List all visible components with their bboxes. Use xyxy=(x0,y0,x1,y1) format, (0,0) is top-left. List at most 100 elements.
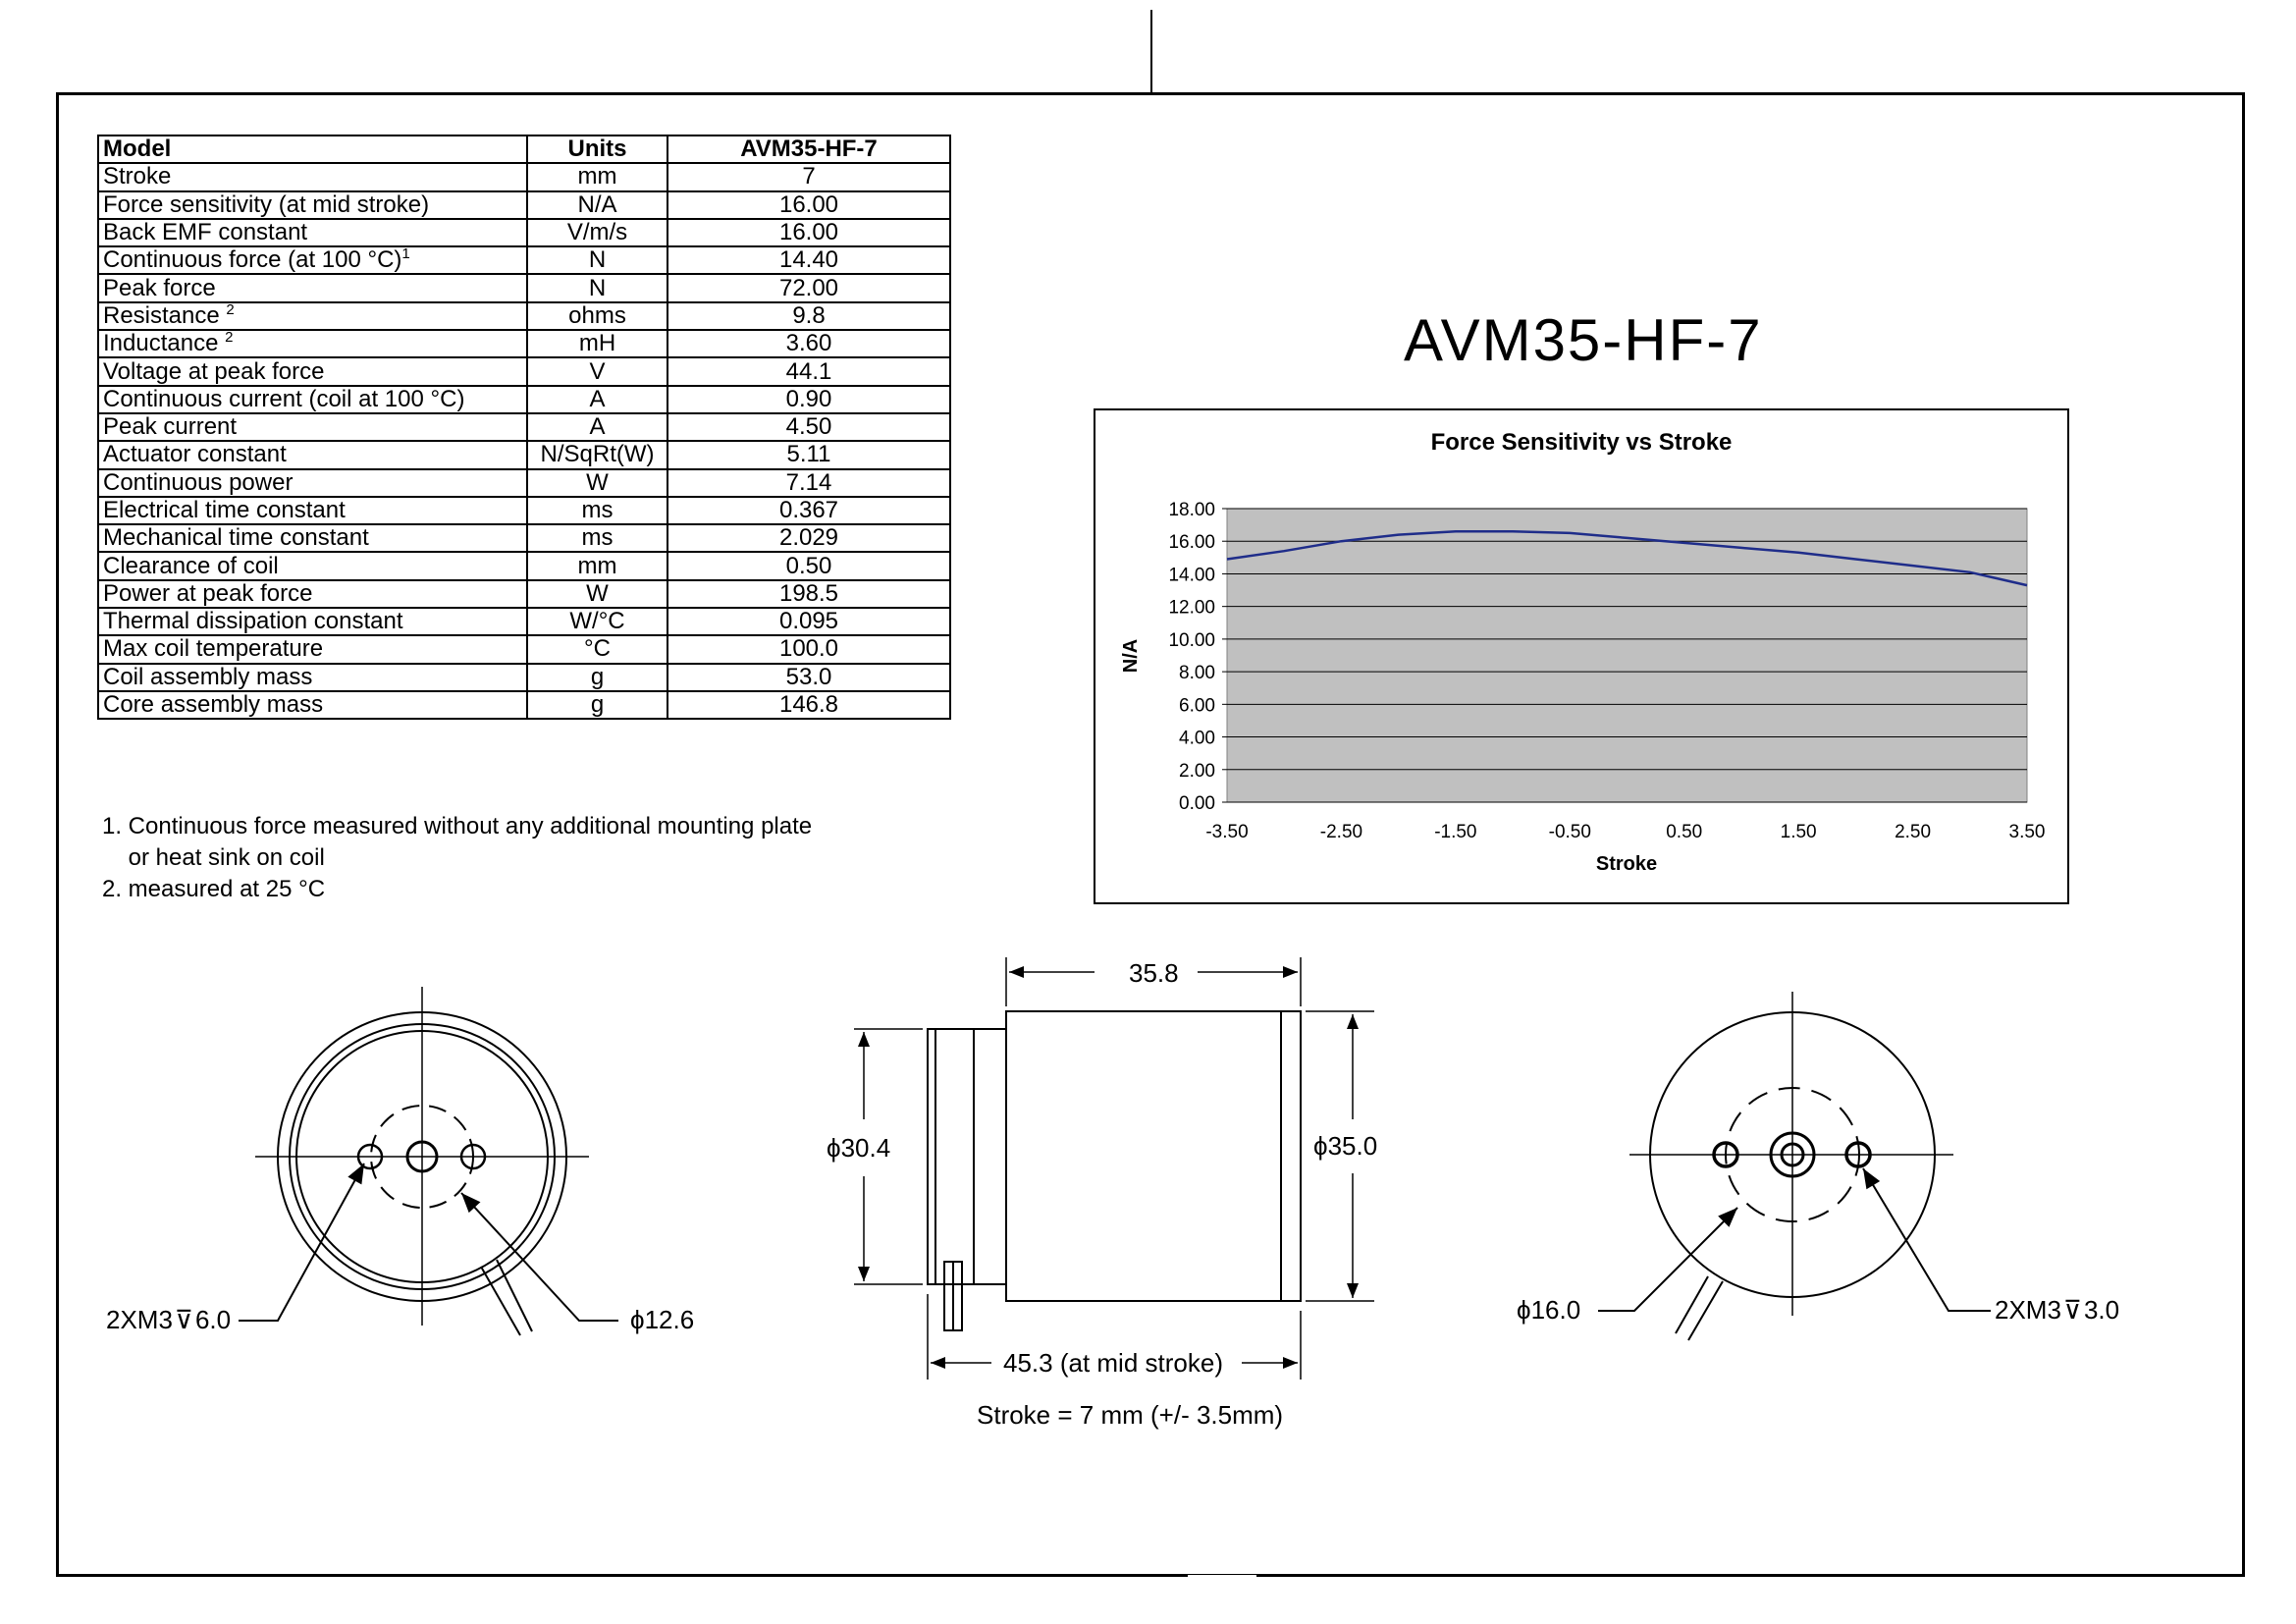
top-border-tick xyxy=(1150,10,1152,94)
y-tick-label: 8.00 xyxy=(1179,663,1215,683)
param-unit: N/A xyxy=(526,189,668,220)
force-sensitivity-chart: Force Sensitivity vs Stroke 0.002.004.00… xyxy=(1120,429,2045,875)
param-value: 9.8 xyxy=(667,300,951,332)
param-unit: V/m/s xyxy=(526,217,668,248)
footnote-ref: 2 xyxy=(226,300,235,318)
footnote-1-cont: or heat sink on coil xyxy=(102,844,325,871)
param-name-text: Max coil temperature xyxy=(103,635,324,663)
param-name: Back EMF constant xyxy=(97,217,528,248)
x-tick-label: -0.50 xyxy=(1549,822,1591,842)
y-tick-label: 12.00 xyxy=(1168,598,1215,619)
chart-title: Force Sensitivity vs Stroke xyxy=(1431,429,1733,456)
footnotes: 1. Continuous force measured without any… xyxy=(102,811,812,905)
param-value: 5.11 xyxy=(667,440,951,470)
param-value: 0.367 xyxy=(667,495,951,526)
x-tick-label: -2.50 xyxy=(1320,822,1362,842)
param-value: 14.40 xyxy=(667,245,951,276)
param-name: Clearance of coil xyxy=(97,551,528,581)
param-unit: mm xyxy=(526,551,668,581)
param-name-text: Resistance xyxy=(103,301,227,329)
param-unit: ohms xyxy=(526,300,668,332)
param-value: 16.00 xyxy=(667,189,951,220)
y-tick-label: 18.00 xyxy=(1168,500,1215,520)
footnote-1: 1. Continuous force measured without any… xyxy=(102,813,813,839)
param-name-text: Power at peak force xyxy=(103,579,313,607)
x-tick-label: 2.50 xyxy=(1895,822,1931,842)
spec-table-header: Model Units AVM35-HF-7 xyxy=(97,134,951,165)
param-name: Core assembly mass xyxy=(97,689,528,721)
param-name: Inductance 2 xyxy=(97,329,528,359)
x-tick-label: 1.50 xyxy=(1781,822,1817,842)
param-name: Electrical time constant xyxy=(97,495,528,526)
param-value: 3.60 xyxy=(667,329,951,359)
param-name: Max coil temperature xyxy=(97,634,528,665)
param-unit: °C xyxy=(526,634,668,665)
param-unit: V xyxy=(526,356,668,387)
param-unit: N xyxy=(526,273,668,303)
param-name-text: Clearance of coil xyxy=(103,552,279,579)
param-name-text: Inductance xyxy=(103,330,226,357)
series-line xyxy=(1226,530,2028,587)
param-value: 0.095 xyxy=(667,607,951,637)
param-name: Stroke xyxy=(97,162,528,192)
param-name-text: Mechanical time constant xyxy=(103,524,369,552)
param-name: Continuous current (coil at 100 °C) xyxy=(97,384,528,414)
param-unit: N/SqRt(W) xyxy=(526,440,668,470)
param-unit: mm xyxy=(526,162,668,192)
model-title: AVM35-HF-7 xyxy=(1404,307,1763,373)
frame-gap xyxy=(1963,89,2050,92)
param-name: Mechanical time constant xyxy=(97,523,528,554)
y-tick-label: 0.00 xyxy=(1179,793,1215,814)
y-axis-ticks: 0.002.004.006.008.0010.0012.0014.0016.00… xyxy=(1168,500,1227,814)
header-model: Model xyxy=(97,134,528,165)
param-value: 16.00 xyxy=(667,217,951,248)
param-value: 53.0 xyxy=(667,662,951,692)
param-name-text: Continuous power xyxy=(103,468,294,496)
param-value: 100.0 xyxy=(667,634,951,665)
param-unit: mH xyxy=(526,329,668,359)
param-unit: g xyxy=(526,662,668,692)
param-name-text: Force sensitivity (at mid stroke) xyxy=(103,190,430,218)
drawing-frame xyxy=(56,92,2245,1577)
y-tick-label: 6.00 xyxy=(1179,695,1215,716)
param-name: Thermal dissipation constant xyxy=(97,607,528,637)
param-name: Voltage at peak force xyxy=(97,356,528,387)
param-value: 0.90 xyxy=(667,384,951,414)
y-tick-label: 10.00 xyxy=(1168,630,1215,651)
param-name: Continuous power xyxy=(97,467,528,498)
param-value: 2.029 xyxy=(667,523,951,554)
param-unit: g xyxy=(526,689,668,721)
param-name: Peak current xyxy=(97,411,528,443)
y-tick-label: 2.00 xyxy=(1179,761,1215,782)
x-axis-label: Stroke xyxy=(1596,853,1657,875)
param-unit: N xyxy=(526,245,668,276)
param-value: 72.00 xyxy=(667,273,951,303)
param-name: Continuous force (at 100 °C)1 xyxy=(97,245,528,276)
param-name-text: Back EMF constant xyxy=(103,219,308,246)
param-value: 4.50 xyxy=(667,411,951,443)
param-name: Force sensitivity (at mid stroke) xyxy=(97,189,528,220)
footnote-ref: 2 xyxy=(225,329,234,347)
chart-frame xyxy=(1094,408,2069,904)
param-value: 44.1 xyxy=(667,356,951,387)
param-name: Resistance 2 xyxy=(97,300,528,332)
y-tick-label: 14.00 xyxy=(1168,565,1215,585)
param-name: Power at peak force xyxy=(97,578,528,610)
param-name-text: Stroke xyxy=(103,163,172,190)
frame-gap xyxy=(1188,1575,1256,1578)
